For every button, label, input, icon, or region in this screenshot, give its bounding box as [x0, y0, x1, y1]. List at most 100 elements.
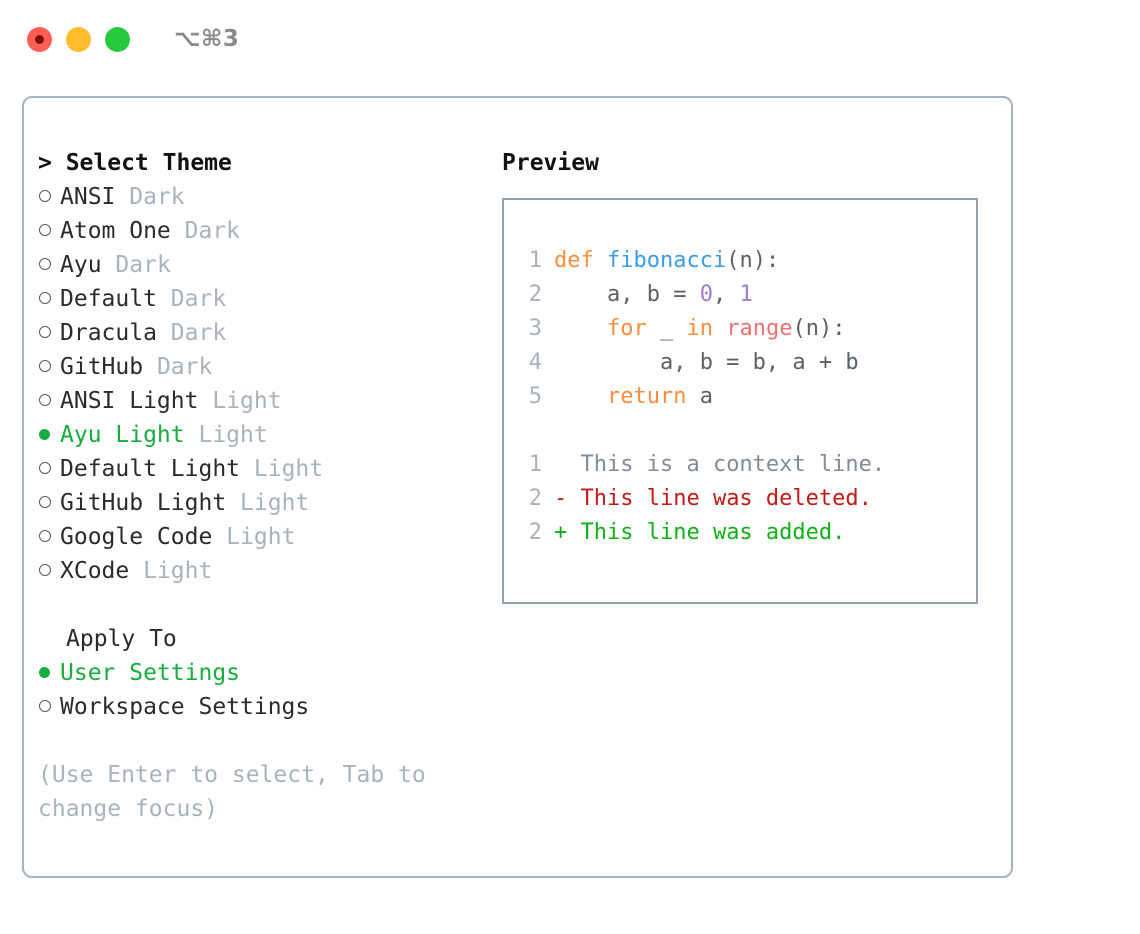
minimize-button[interactable] — [66, 26, 91, 52]
radio-dot — [39, 258, 51, 270]
theme-option-github[interactable]: GitHub Dark — [38, 350, 488, 384]
radio-selected-icon — [38, 656, 60, 690]
theme-option-kind-badge: Dark — [184, 218, 241, 244]
theme-option-name: Dracula — [60, 320, 157, 346]
line-number: 2 — [528, 520, 542, 545]
theme-option-name: Default Light — [60, 456, 241, 482]
maximize-button[interactable] — [105, 26, 130, 52]
theme-option-google-code[interactable]: Google Code Light — [38, 520, 488, 554]
diff-line-context: 1 This is a context line. — [516, 448, 972, 482]
theme-option-dracula[interactable]: Dracula Dark — [38, 316, 488, 350]
theme-option-kind-badge: Light — [198, 422, 268, 448]
radio-dot — [39, 700, 51, 712]
theme-option-github-light[interactable]: GitHub Light Light — [38, 486, 488, 520]
keyboard-shortcut-label: ⌥⌘3 — [174, 26, 240, 52]
radio-dot — [39, 326, 51, 338]
apply-to-option-workspace-settings[interactable]: Workspace Settings — [38, 690, 488, 724]
theme-option-kind-badge: Dark — [115, 252, 171, 278]
line-number: 3 — [528, 316, 542, 341]
code-line: 2 a, b = 0, 1 — [516, 278, 972, 312]
diff-text: This line was added. — [567, 520, 846, 545]
radio-dot — [39, 462, 51, 474]
diff-marker: + — [554, 520, 568, 545]
theme-option-default-light[interactable]: Default Light Light — [38, 452, 488, 486]
theme-option-ayu-light[interactable]: Ayu Light Light — [38, 418, 488, 452]
apply-to-option-user-settings[interactable]: User Settings — [38, 656, 488, 690]
theme-option-kind-badge: Light — [240, 490, 310, 516]
theme-option-xcode[interactable]: XCode Light — [38, 554, 488, 588]
radio-unselected-icon — [38, 214, 60, 248]
code-blank-line — [516, 414, 972, 448]
diff-sample: 1 This is a context line. 2- This line wa… — [516, 448, 972, 550]
radio-unselected-icon — [38, 486, 60, 520]
code-line: 5 return a — [516, 380, 972, 414]
line-number: 2 — [528, 282, 542, 307]
section-spacer — [38, 588, 488, 622]
radio-unselected-icon — [38, 384, 60, 418]
theme-option-ansi[interactable]: ANSI Dark — [38, 180, 488, 214]
apply-to-option-name: Workspace Settings — [60, 694, 310, 720]
radio-unselected-icon — [38, 690, 60, 724]
radio-unselected-icon — [38, 554, 60, 588]
code-token: , — [712, 282, 740, 307]
code-token — [713, 316, 726, 341]
theme-option-kind-badge: Light — [212, 388, 282, 414]
theme-option-default[interactable]: Default Dark — [38, 282, 488, 316]
radio-unselected-icon — [38, 282, 60, 316]
diff-text: This line was deleted. — [567, 486, 872, 511]
hint-spacer — [38, 724, 488, 758]
line-number: 2 — [528, 486, 542, 511]
code-token: a, b = b, a + b — [554, 350, 859, 375]
code-token — [554, 384, 607, 409]
theme-option-name: GitHub Light — [60, 490, 227, 516]
diff-line-added: 2 + This line was added. — [516, 516, 972, 550]
diff-marker: - — [554, 486, 568, 511]
code-token — [594, 248, 607, 273]
code-token: 0 — [699, 282, 713, 307]
traffic-light-group — [27, 26, 130, 52]
close-button[interactable] — [27, 26, 52, 52]
code-token: for — [606, 316, 647, 341]
theme-option-kind-badge: Dark — [170, 320, 227, 346]
radio-dot — [39, 496, 51, 508]
radio-dot — [39, 190, 51, 202]
code-token: a, b = — [554, 282, 700, 307]
theme-option-atom-one[interactable]: Atom One Dark — [38, 214, 488, 248]
theme-option-ansi-light[interactable]: ANSI Light Light — [38, 384, 488, 418]
radio-unselected-icon — [38, 316, 60, 350]
apply-to-option-name: User Settings — [60, 660, 241, 686]
code-token: range — [726, 316, 793, 341]
code-token: 1 — [739, 282, 753, 307]
radio-unselected-icon — [38, 180, 60, 214]
code-token: in — [686, 316, 713, 341]
preview-heading: Preview — [502, 150, 599, 176]
radio-dot — [39, 667, 50, 678]
theme-option-name: Google Code — [60, 524, 213, 550]
code-token: (n): — [726, 248, 780, 273]
code-token: def — [554, 248, 594, 273]
radio-dot — [39, 292, 51, 304]
radio-unselected-icon — [38, 248, 60, 282]
theme-option-kind-badge: Light — [226, 524, 296, 550]
radio-dot — [39, 224, 51, 236]
theme-option-name: XCode — [60, 558, 130, 584]
radio-dot — [39, 394, 51, 406]
theme-option-name: ANSI Light — [60, 388, 199, 414]
apply-to-heading: Apply To — [66, 626, 177, 652]
code-token: a — [686, 384, 713, 409]
select-theme-heading: > Select Theme — [38, 150, 232, 176]
theme-option-name: Ayu — [60, 252, 102, 278]
theme-option-name: ANSI — [60, 184, 116, 210]
radio-unselected-icon — [38, 350, 60, 384]
theme-option-ayu[interactable]: Ayu Dark — [38, 248, 488, 282]
theme-option-name: Default — [60, 286, 157, 312]
radio-unselected-icon — [38, 452, 60, 486]
diff-marker — [554, 452, 567, 477]
code-line: 3 for _ in range(n): — [516, 312, 972, 346]
